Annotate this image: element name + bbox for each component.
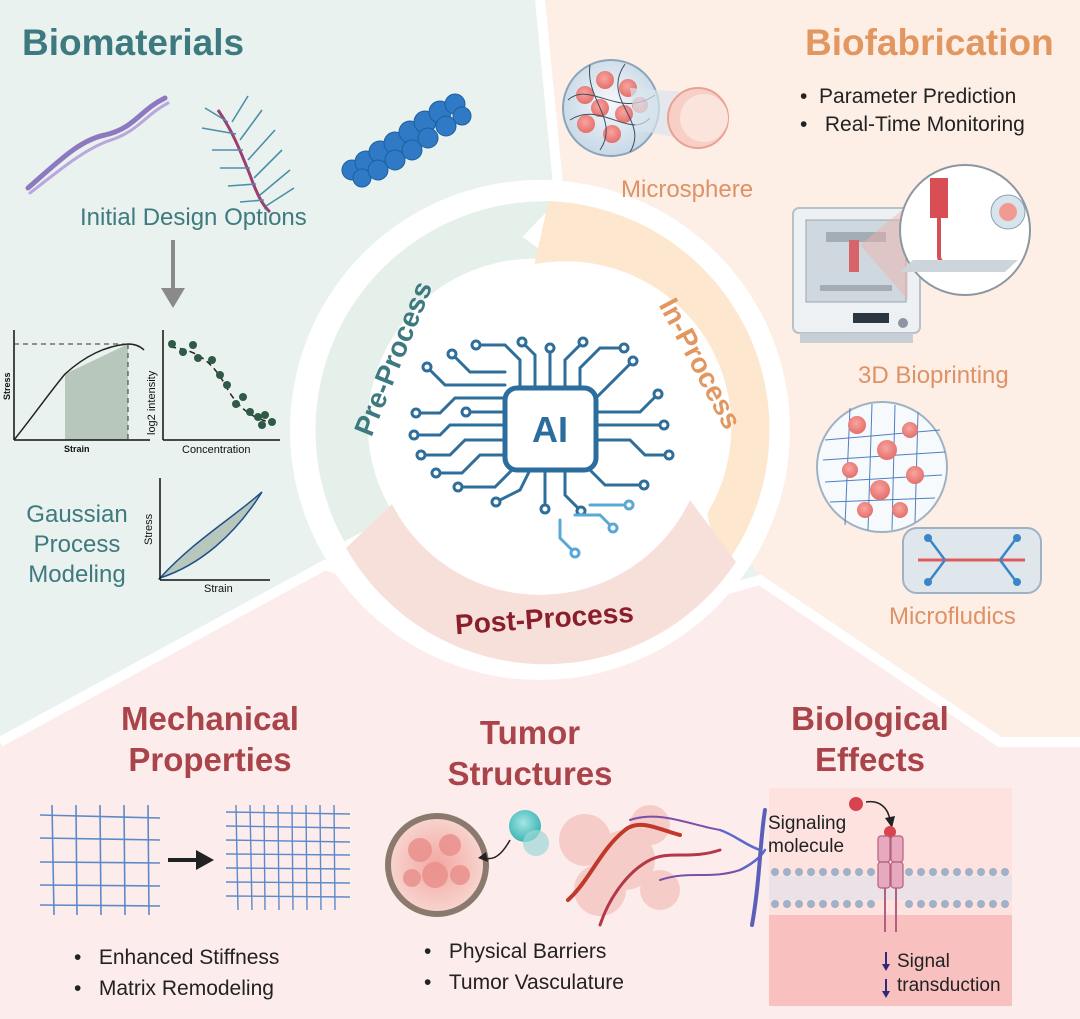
ai-chip-icon bbox=[502, 385, 599, 473]
tumor-spheroid-icon bbox=[385, 813, 489, 917]
stiffness-arrow-icon bbox=[168, 850, 214, 870]
microsphere-icon bbox=[562, 59, 729, 157]
bullet-text: Tumor Vasculature bbox=[448, 971, 624, 994]
cyan-cell-icon bbox=[478, 810, 549, 862]
biological-title-line-1: Biological bbox=[791, 700, 949, 737]
ai-brain-icon bbox=[408, 336, 675, 517]
tumor-title-line-2: Structures bbox=[447, 755, 613, 792]
design-arrow-icon bbox=[161, 240, 185, 308]
collagen-fiber-icon bbox=[25, 95, 170, 195]
stress-strain-ylabel: Stress bbox=[2, 372, 12, 400]
bullet-text: Matrix Remodeling bbox=[98, 977, 274, 1000]
initial-design-label: Initial Design Options bbox=[80, 204, 307, 231]
mechanical-title-line-2: Properties bbox=[128, 741, 292, 778]
concentration-chart: Concentration log2 intensity bbox=[146, 330, 280, 456]
mechanical-title: Mechanical Properties bbox=[90, 698, 330, 780]
post-process-arc bbox=[346, 500, 736, 665]
biological-title-line-2: Effects bbox=[814, 741, 926, 778]
signaling-line-2: molecule bbox=[768, 836, 845, 857]
ai-brain-stem-icon bbox=[558, 499, 635, 559]
matrix-grid-dense-icon bbox=[225, 804, 351, 911]
biological-title: Biological Effects bbox=[770, 698, 970, 780]
matrix-grid-loose-icon bbox=[39, 804, 161, 916]
tumor-title-line-1: Tumor bbox=[479, 714, 581, 751]
panel-divider-top bbox=[535, 0, 565, 206]
gaussian-line-2: Process bbox=[33, 531, 121, 558]
ai-label: AI bbox=[532, 409, 568, 450]
concentration-xlabel: Concentration bbox=[182, 444, 251, 456]
bullet-text: Physical Barriers bbox=[448, 940, 607, 963]
hysteresis-ylabel: Stress bbox=[143, 513, 155, 545]
branched-polymer-icon bbox=[201, 95, 295, 214]
mechanical-bullet-2: • Matrix Remodeling bbox=[74, 977, 274, 1000]
signal-transduction-label: Signal transduction bbox=[897, 950, 1001, 998]
bioprinter-icon bbox=[792, 164, 1031, 343]
concentration-ylabel: log2 intensity bbox=[146, 370, 158, 435]
mechanical-title-line-1: Mechanical bbox=[121, 700, 299, 737]
tumor-vasculature-icon bbox=[559, 805, 767, 927]
signaling-molecule-label: Signaling molecule bbox=[768, 812, 846, 858]
bioprinting-label: 3D Bioprinting bbox=[858, 362, 1009, 389]
biofabrication-bullet-2: • Real-Time Monitoring bbox=[800, 113, 1025, 136]
microfluidics-icon bbox=[816, 401, 1042, 594]
hysteresis-xlabel: Strain bbox=[204, 583, 233, 595]
gaussian-line-1: Gaussian bbox=[26, 501, 128, 528]
gaussian-process-label: Gaussian Process Modeling bbox=[18, 500, 136, 590]
microsphere-label: Microsphere bbox=[621, 176, 754, 203]
globular-polymer-icon bbox=[341, 93, 472, 188]
transduction-line-2: transduction bbox=[897, 975, 1001, 996]
gaussian-line-3: Modeling bbox=[28, 561, 126, 588]
bullet-text: Real-Time Monitoring bbox=[824, 113, 1025, 136]
stress-strain-xlabel: Strain bbox=[64, 444, 90, 454]
transduction-line-1: Signal bbox=[897, 951, 950, 972]
membrane-diagram-icon bbox=[769, 788, 1012, 1006]
biomaterials-title: Biomaterials bbox=[22, 22, 245, 63]
tumor-bullet-2: • Tumor Vasculature bbox=[424, 971, 624, 994]
stress-strain-chart: Strain Stress bbox=[2, 330, 150, 454]
tumor-title: Tumor Structures bbox=[430, 712, 630, 794]
biofabrication-bullet-1: • Parameter Prediction bbox=[800, 85, 1017, 108]
pre-process-segment bbox=[315, 201, 557, 542]
hysteresis-chart: Strain Stress bbox=[143, 478, 270, 595]
in-process-segment bbox=[534, 201, 770, 573]
bullet-text: Parameter Prediction bbox=[819, 85, 1017, 108]
microfluidics-label: Microfludics bbox=[889, 603, 1016, 630]
signaling-line-1: Signaling bbox=[768, 813, 847, 834]
tumor-bullet-1: • Physical Barriers bbox=[424, 940, 607, 963]
mechanical-bullet-1: • Enhanced Stiffness bbox=[74, 946, 280, 969]
biofabrication-title: Biofabrication bbox=[805, 22, 1054, 63]
bullet-text: Enhanced Stiffness bbox=[98, 946, 280, 969]
